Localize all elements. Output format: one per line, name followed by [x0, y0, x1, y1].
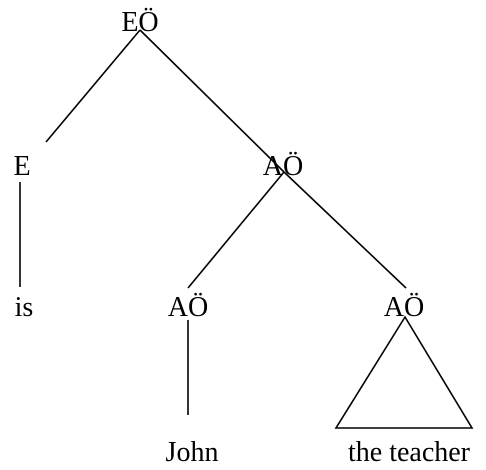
triangle-the-teacher	[334, 315, 474, 429]
node-a-right-label: AÖ	[384, 292, 424, 323]
node-a-top-label: AÖ	[263, 151, 303, 182]
node-e-label: E	[13, 151, 30, 182]
leaf-john-label: John	[166, 437, 219, 468]
edge-a-top-to-a-right	[283, 171, 407, 289]
node-root-label: EÖ	[121, 7, 158, 38]
leaf-the-teacher-label: the teacher	[348, 437, 471, 468]
edge-root-to-a-top	[139, 29, 285, 173]
edge-a-top-to-a-left	[187, 171, 285, 289]
edge-root-to-e	[45, 29, 141, 143]
leaf-is-label: is	[15, 292, 34, 323]
node-a-left-label: AÖ	[168, 292, 208, 323]
